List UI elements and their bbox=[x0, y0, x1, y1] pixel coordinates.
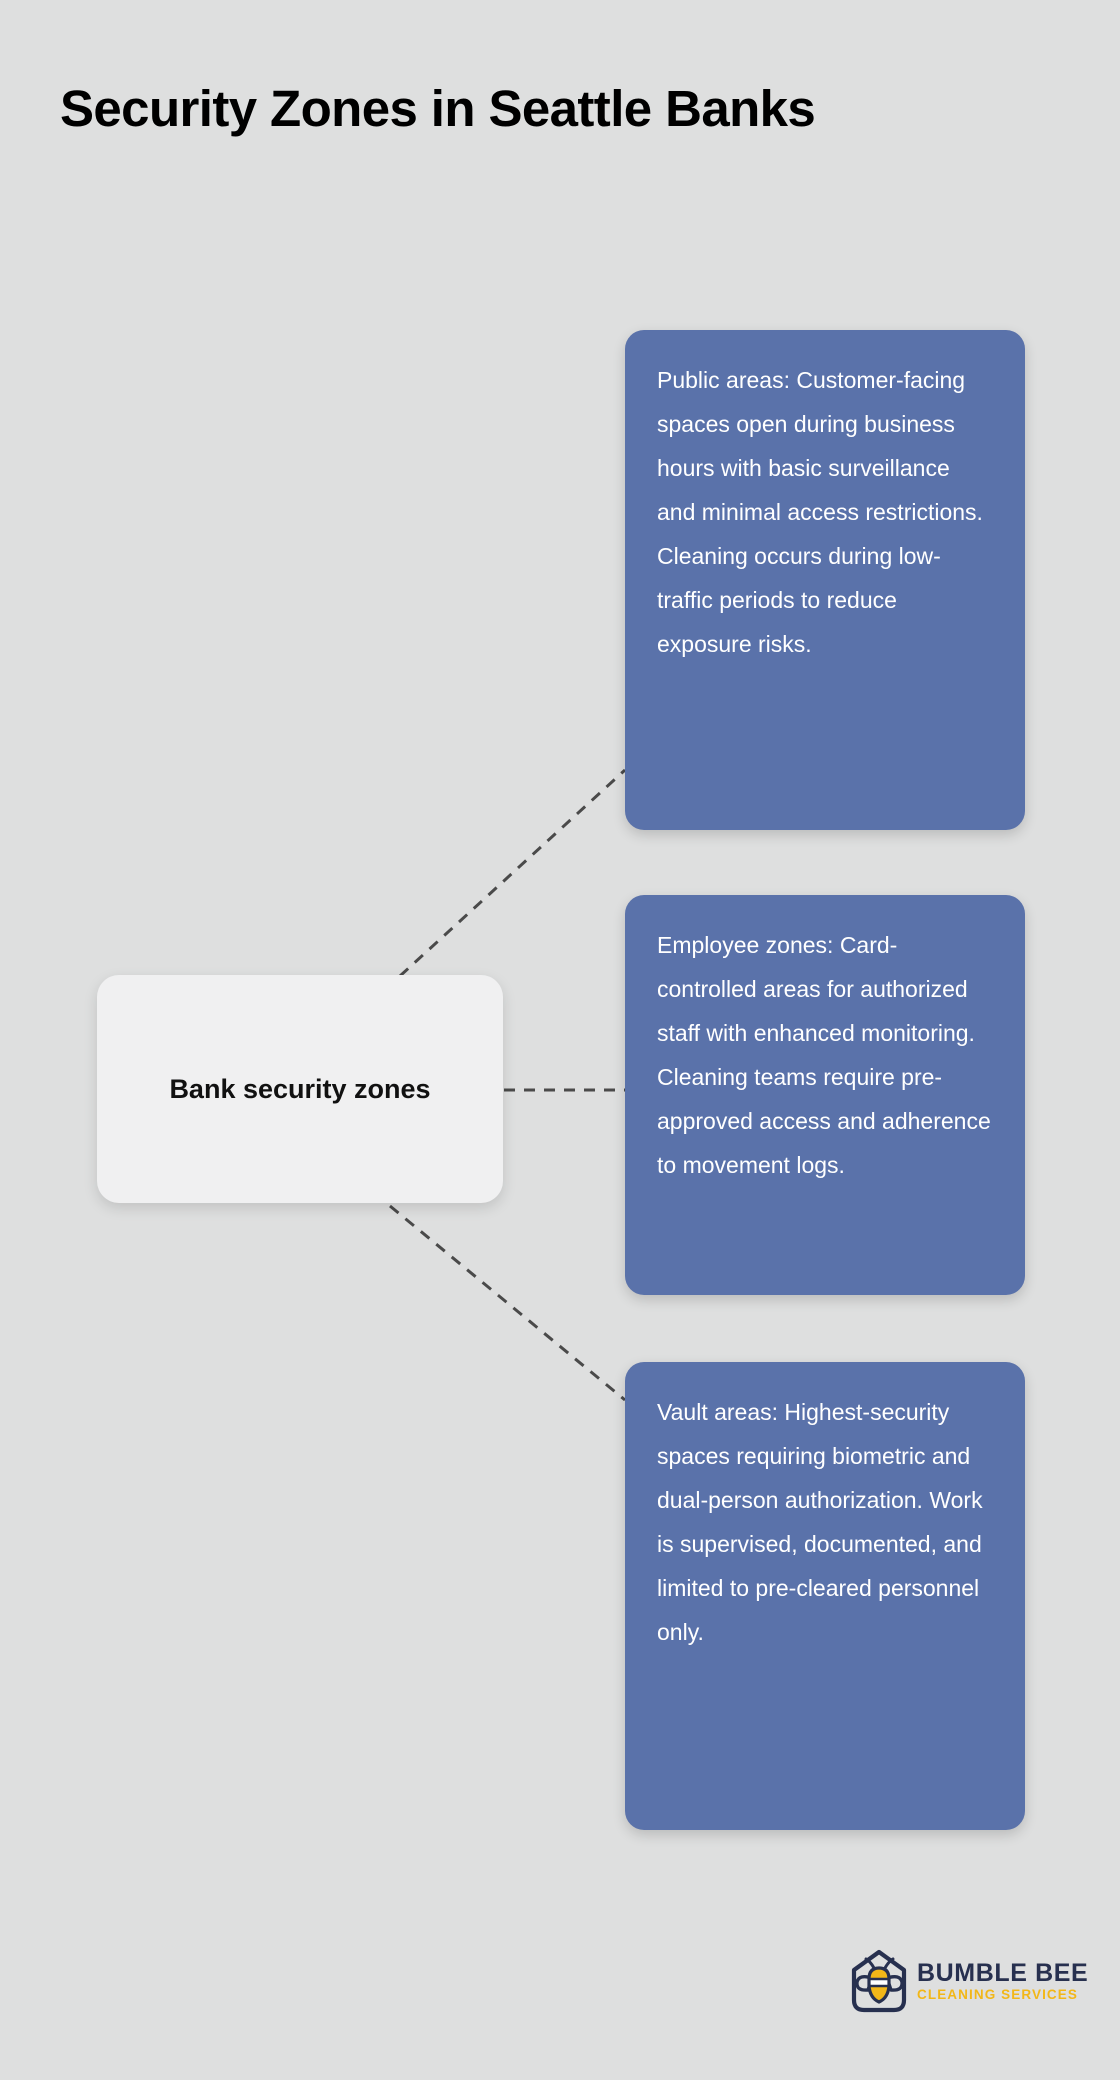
branch-card-text: Employee zones: Card-controlled areas fo… bbox=[657, 932, 991, 1178]
root-node[interactable]: Bank security zones bbox=[97, 975, 503, 1203]
logo-title: BUMBLE BEE bbox=[917, 1958, 1089, 1987]
branch-card-text: Vault areas: Highest-security spaces req… bbox=[657, 1399, 983, 1645]
logo-subtitle: CLEANING SERVICES bbox=[917, 1986, 1078, 2002]
brand-logo[interactable]: BUMBLE BEE CLEANING SERVICES bbox=[848, 1944, 1088, 2018]
logo-wordmark: BUMBLE BEE CLEANING SERVICES bbox=[917, 1958, 1089, 2003]
connector-line-public-areas bbox=[398, 768, 627, 978]
root-node-label: Bank security zones bbox=[169, 1073, 431, 1104]
branch-card-employee-zones[interactable]: Employee zones: Card-controlled areas fo… bbox=[625, 895, 1025, 1295]
bee-house-icon bbox=[851, 1949, 907, 2013]
branch-card-vault-areas[interactable]: Vault areas: Highest-security spaces req… bbox=[625, 1362, 1025, 1830]
branch-card-text: Public areas: Customer-facing spaces ope… bbox=[657, 367, 983, 657]
branch-card-public-areas[interactable]: Public areas: Customer-facing spaces ope… bbox=[625, 330, 1025, 830]
page-title: Security Zones in Seattle Banks bbox=[60, 80, 816, 137]
connector-line-vault-areas bbox=[389, 1204, 626, 1402]
